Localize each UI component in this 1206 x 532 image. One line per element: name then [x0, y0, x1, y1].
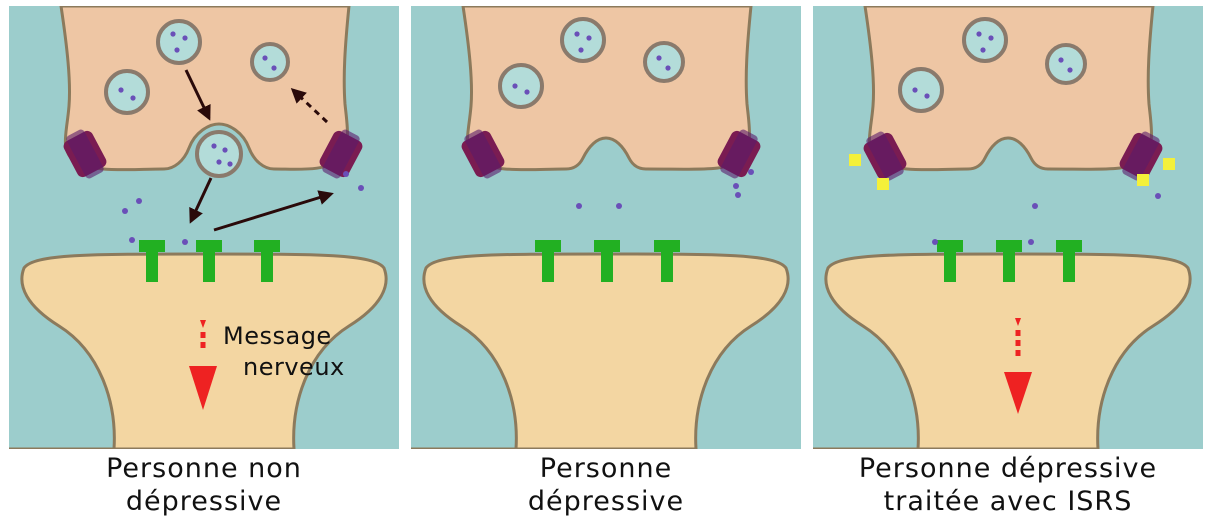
synapse-diagram: [411, 6, 801, 449]
vesicle: [106, 71, 148, 113]
vesicle: [645, 43, 683, 81]
panel-depressed: [411, 6, 801, 449]
vesicle: [252, 44, 288, 80]
vesicle: [964, 19, 1006, 61]
caption-non-depressed: Personne non dépressive: [9, 452, 399, 518]
vesicle: [900, 69, 942, 111]
caption-line: dépressive: [9, 485, 399, 518]
message-label: Message nerveux: [223, 321, 345, 383]
ssri-molecule: [849, 154, 861, 166]
panel-treated-ssri: [813, 6, 1203, 449]
vesicle: [500, 65, 542, 107]
panel-non-depressed: Message nerveux: [9, 6, 399, 449]
ssri-molecule: [1163, 158, 1175, 170]
caption-line: Personne: [411, 452, 801, 485]
fusing-vesicle: [197, 132, 241, 176]
ssri-molecule: [877, 178, 889, 190]
caption-treated-ssri: Personne dépressive traitée avec ISRS: [813, 452, 1203, 518]
message-label-line: nerveux: [223, 352, 345, 383]
caption-line: Personne dépressive: [813, 452, 1203, 485]
synapse-diagram: [813, 6, 1203, 449]
vesicle: [1047, 45, 1085, 83]
vesicle: [562, 19, 604, 61]
caption-line: traitée avec ISRS: [813, 485, 1203, 518]
ssri-molecule: [1137, 174, 1149, 186]
caption-line: Personne non: [9, 452, 399, 485]
vesicle: [158, 21, 200, 63]
caption-line: dépressive: [411, 485, 801, 518]
caption-depressed: Personne dépressive: [411, 452, 801, 518]
message-label-line: Message: [223, 321, 345, 352]
